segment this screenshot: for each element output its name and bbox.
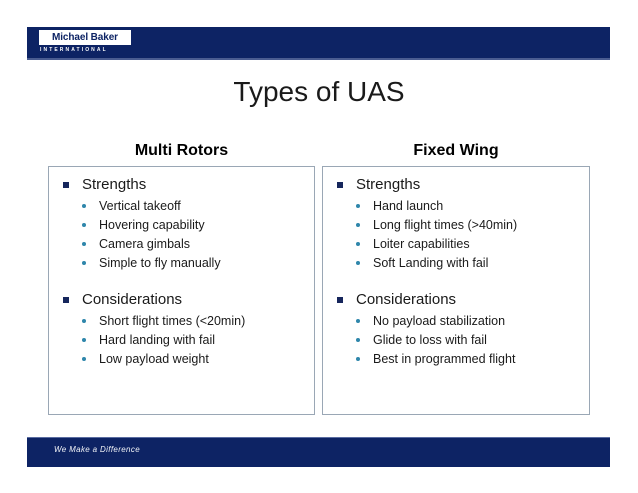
dot-bullet-icon [82, 319, 86, 323]
bullet-level1-label: Considerations [356, 291, 457, 308]
bullet-level2: Glide to loss with fail [356, 331, 583, 350]
footer-bar: We Make a Difference [27, 437, 610, 467]
bullet-group-strengths: Strengths Hand launch Long flight times … [329, 175, 583, 273]
bullet-level1: Considerations [55, 290, 308, 310]
dot-bullet-icon [356, 223, 360, 227]
dot-bullet-icon [82, 204, 86, 208]
dot-bullet-icon [82, 357, 86, 361]
bullet-level1: Strengths [55, 175, 308, 195]
bullet-level1-label: Considerations [82, 291, 183, 308]
bullet-level1: Strengths [329, 175, 583, 195]
bullet-level1-label: Strengths [82, 176, 147, 193]
content-box-fixed-wing: Strengths Hand launch Long flight times … [322, 166, 590, 415]
column-heading-fixed-wing: Fixed Wing [413, 142, 499, 159]
bullet-level2: Vertical takeoff [82, 197, 308, 216]
square-bullet-icon [337, 182, 343, 188]
bullet-level2-label: Short flight times (<20min) [99, 314, 246, 328]
bullet-level2-label: Hovering capability [99, 218, 205, 232]
header-bar: Michael Baker INTERNATIONAL [27, 27, 610, 60]
bullet-level2-label: No payload stabilization [373, 314, 506, 328]
dot-bullet-icon [356, 242, 360, 246]
bullet-group-considerations: Considerations No payload stabilization … [329, 290, 583, 369]
bullet-level2: Hand launch [356, 197, 583, 216]
bullet-level2-label: Hard landing with fail [99, 333, 216, 347]
bullet-level2: Hovering capability [82, 216, 308, 235]
bullet-level2-label: Long flight times (>40min) [373, 218, 518, 232]
bullet-level2: Camera gimbals [82, 235, 308, 254]
bullet-level1: Considerations [329, 290, 583, 310]
bullet-level2: Loiter capabilities [356, 235, 583, 254]
bullet-level2-label: Camera gimbals [99, 237, 191, 251]
bullet-level2-label: Best in programmed flight [373, 352, 516, 366]
bullet-level2: No payload stabilization [356, 312, 583, 331]
bullet-group-considerations: Considerations Short flight times (<20mi… [55, 290, 308, 369]
bullet-level2: Best in programmed flight [356, 350, 583, 369]
dot-bullet-icon [82, 242, 86, 246]
bullet-level1-label: Strengths [356, 176, 421, 193]
bullet-level2-label: Low payload weight [99, 352, 209, 366]
bullet-level2: Simple to fly manually [82, 254, 308, 273]
bullet-group-strengths: Strengths Vertical takeoff Hovering capa… [55, 175, 308, 273]
bullet-level2-label: Vertical takeoff [99, 199, 181, 213]
dot-bullet-icon [356, 261, 360, 265]
company-logo: Michael Baker INTERNATIONAL [39, 30, 131, 55]
dot-bullet-icon [82, 223, 86, 227]
footer-tagline: We Make a Difference [54, 445, 140, 454]
dot-bullet-icon [356, 338, 360, 342]
dot-bullet-icon [82, 338, 86, 342]
bullet-level2: Long flight times (>40min) [356, 216, 583, 235]
logo-name: Michael Baker [39, 30, 131, 45]
bullet-level2: Short flight times (<20min) [82, 312, 308, 331]
bullet-level2: Low payload weight [82, 350, 308, 369]
bullet-level2-label: Simple to fly manually [99, 256, 221, 270]
bullet-level2-label: Hand launch [373, 199, 444, 213]
bullet-level2-label: Loiter capabilities [373, 237, 470, 251]
bullet-level2: Hard landing with fail [82, 331, 308, 350]
column-heading-multi-rotors: Multi Rotors [134, 142, 229, 159]
square-bullet-icon [63, 182, 69, 188]
dot-bullet-icon [356, 357, 360, 361]
bullet-level2-label: Glide to loss with fail [373, 333, 487, 347]
square-bullet-icon [63, 297, 69, 303]
logo-subtitle: INTERNATIONAL [40, 47, 108, 53]
bullet-level2: Soft Landing with fail [356, 254, 583, 273]
dot-bullet-icon [356, 204, 360, 208]
square-bullet-icon [337, 297, 343, 303]
dot-bullet-icon [356, 319, 360, 323]
dot-bullet-icon [82, 261, 86, 265]
page-title: Types of UAS [233, 76, 405, 107]
content-box-multi-rotors: Strengths Vertical takeoff Hovering capa… [48, 166, 315, 415]
bullet-level2-label: Soft Landing with fail [373, 256, 489, 270]
